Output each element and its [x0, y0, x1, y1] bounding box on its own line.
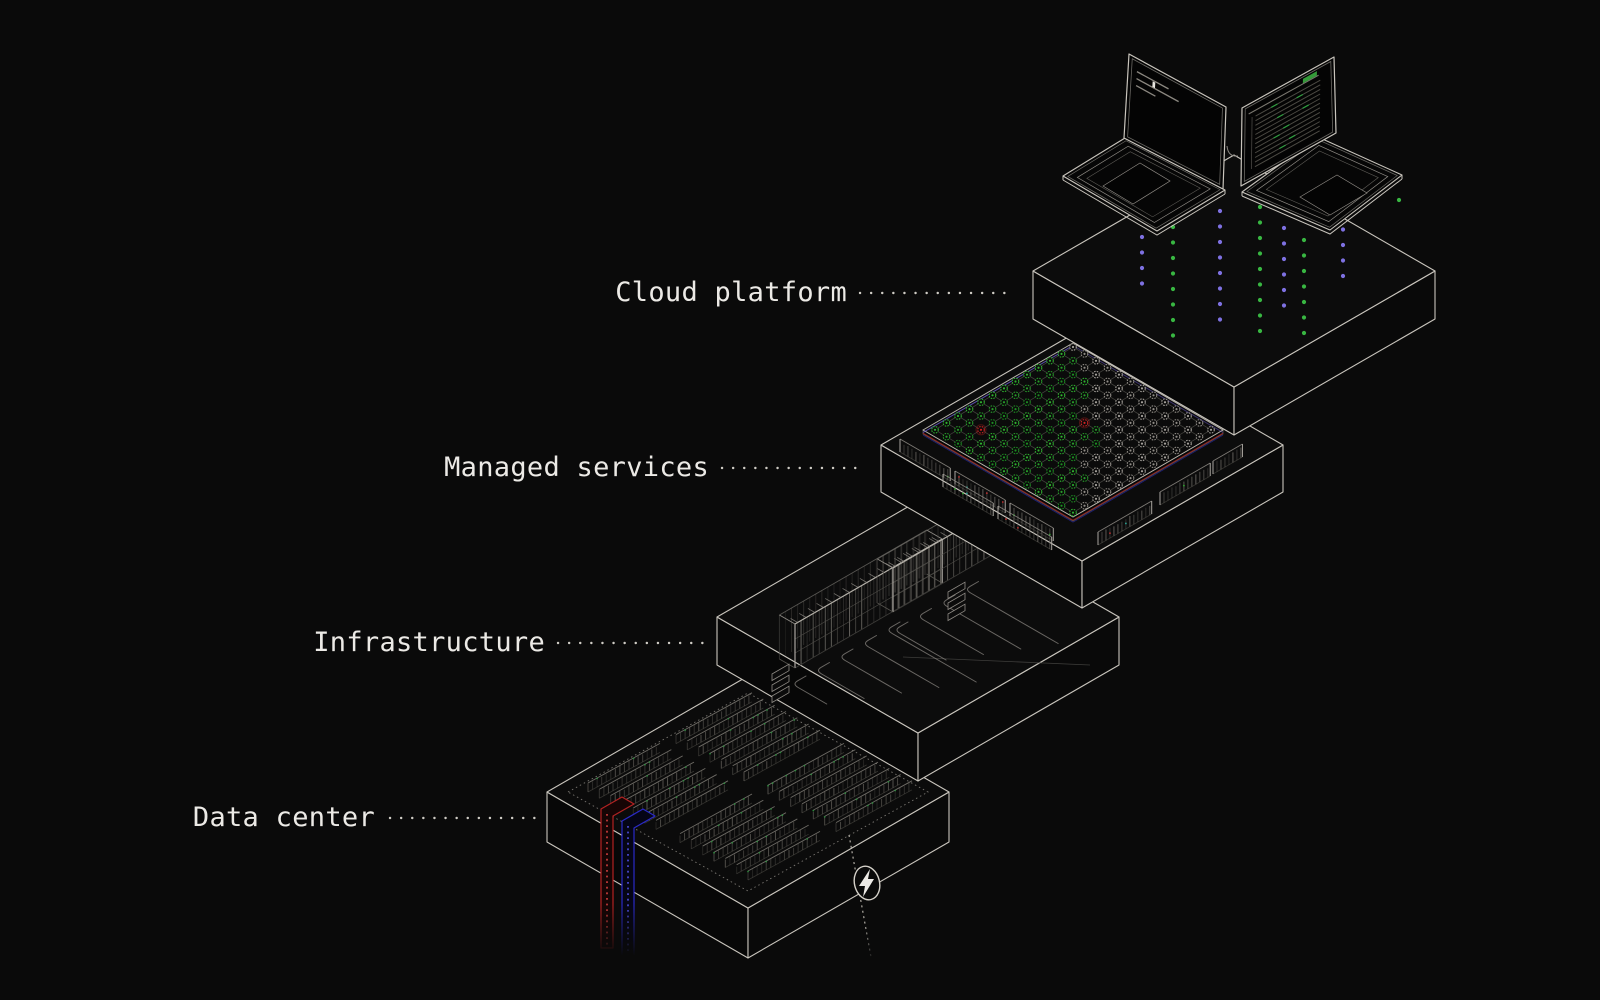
data-stream-dots: [1139, 197, 1402, 338]
service-node-plate: [922, 342, 1224, 523]
cloud-platform-layer: [1032, 53, 1436, 436]
raised-floor-dotted-rim: [567, 692, 929, 892]
label-cloud-platform-text: Cloud platform: [615, 277, 847, 308]
laptop-hinge: [1226, 145, 1239, 157]
label-managed-services: Managed services: [444, 451, 709, 485]
managed-services-layer: [880, 328, 1284, 609]
lightning-bolt-icon: [859, 869, 874, 897]
under-plate-racks: [899, 438, 1243, 551]
laptop-right-dashboard: [1240, 56, 1403, 235]
label-managed-services-text: Managed services: [444, 452, 709, 483]
service-node-grid: [931, 343, 1215, 517]
floor-cable-traces: [794, 581, 1059, 705]
label-data-center-text: Data center: [192, 802, 375, 833]
label-data-center: Data center: [193, 801, 375, 835]
laptop-left-terminal: [1062, 53, 1227, 236]
label-leader-lines: [388, 291, 1010, 820]
power-connector: [840, 834, 900, 970]
label-infrastructure: Infrastructure: [313, 626, 545, 660]
label-cloud-platform: Cloud platform: [615, 276, 847, 310]
label-infrastructure-text: Infrastructure: [313, 627, 545, 658]
power-icon: [853, 865, 881, 901]
server-rack-field: [587, 692, 913, 881]
